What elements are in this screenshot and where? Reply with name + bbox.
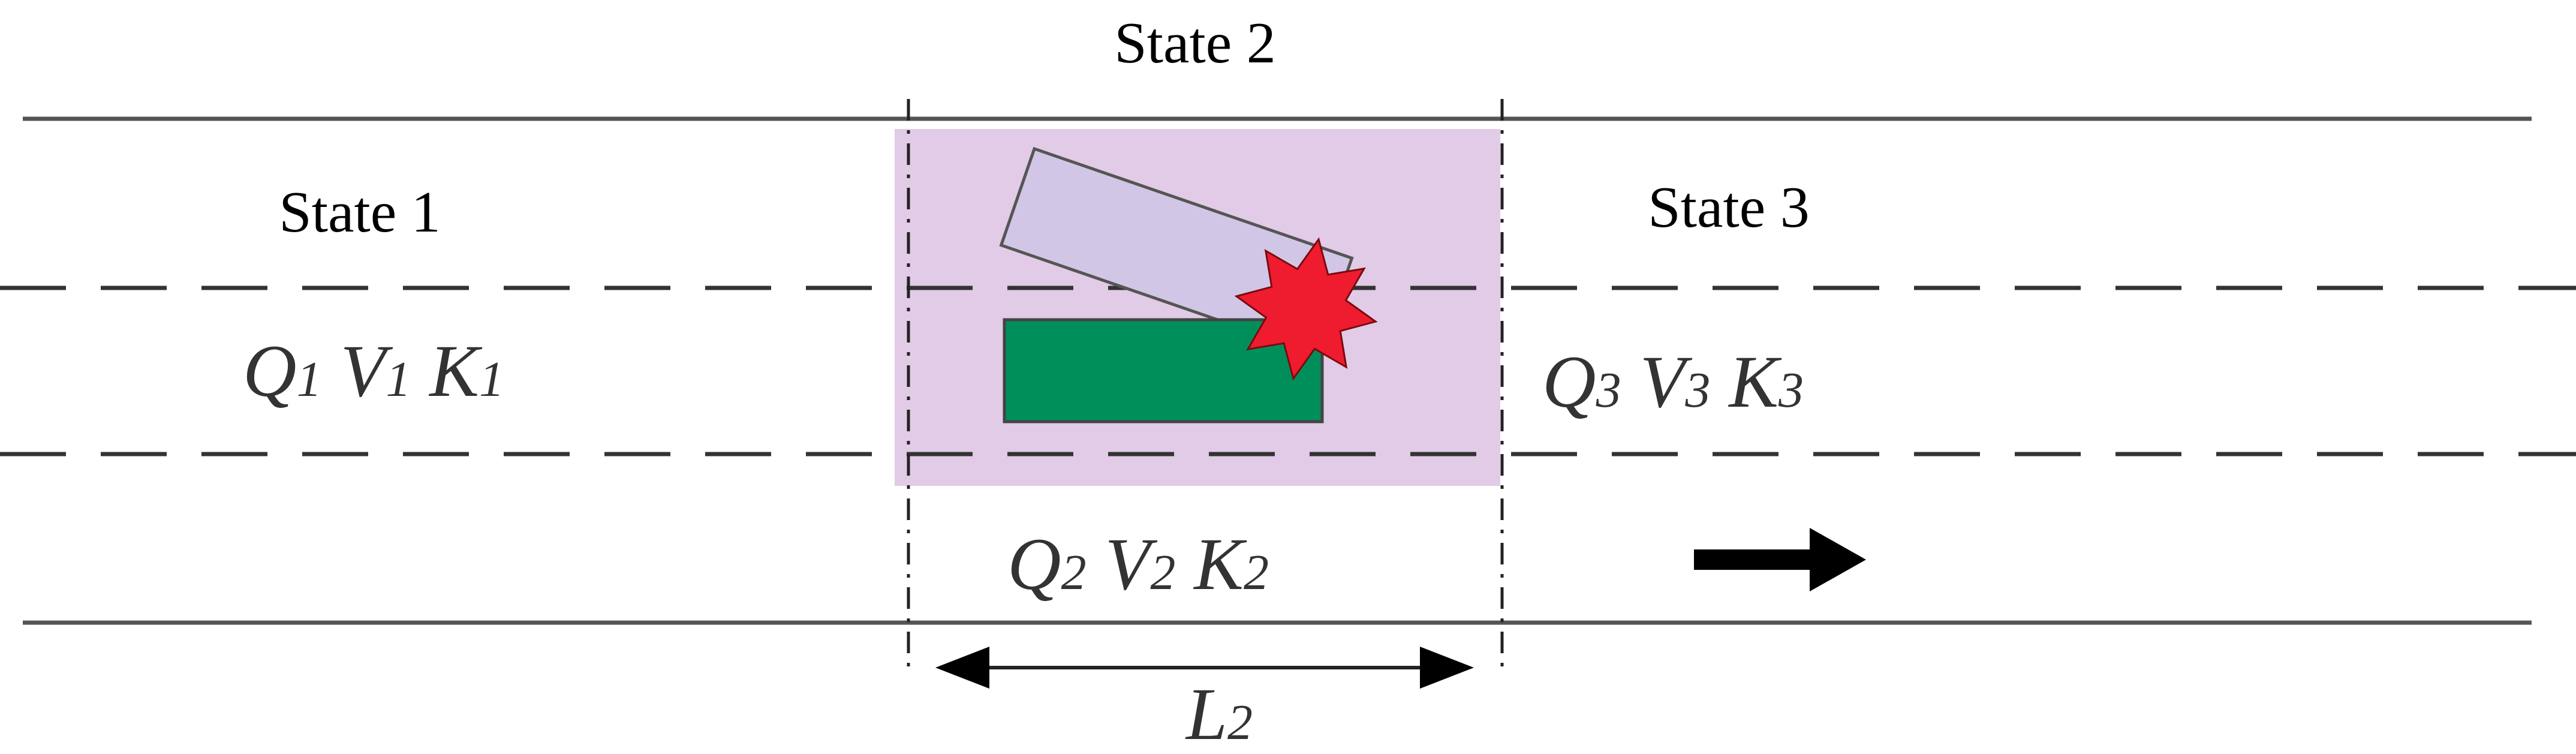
state1-label: State 1 [279, 180, 440, 245]
state3-label: State 3 [1648, 175, 1809, 240]
density-k3: K [1728, 341, 1782, 423]
density-k2: K [1193, 523, 1247, 605]
flow-q1: Q [243, 330, 297, 412]
flow-q2: Q [1007, 523, 1061, 605]
speed-v2: V [1105, 523, 1158, 605]
collision-star-icon [1234, 237, 1378, 381]
state3-variables: Q3 V3 K3 [1542, 341, 1804, 423]
state1-variables: Q1 V1 K1 [243, 330, 504, 412]
length-dimension-arrow [935, 647, 1474, 689]
speed-v1: V [341, 330, 393, 412]
arrow-right-icon [1694, 528, 1866, 591]
length-label: L2 [1185, 673, 1253, 754]
flow-q3: Q [1542, 341, 1596, 423]
density-k1: K [428, 330, 483, 412]
state2-variables: Q2 V2 K2 [1007, 523, 1269, 605]
state2-label: State 2 [1114, 11, 1275, 76]
speed-v3: V [1640, 341, 1693, 423]
